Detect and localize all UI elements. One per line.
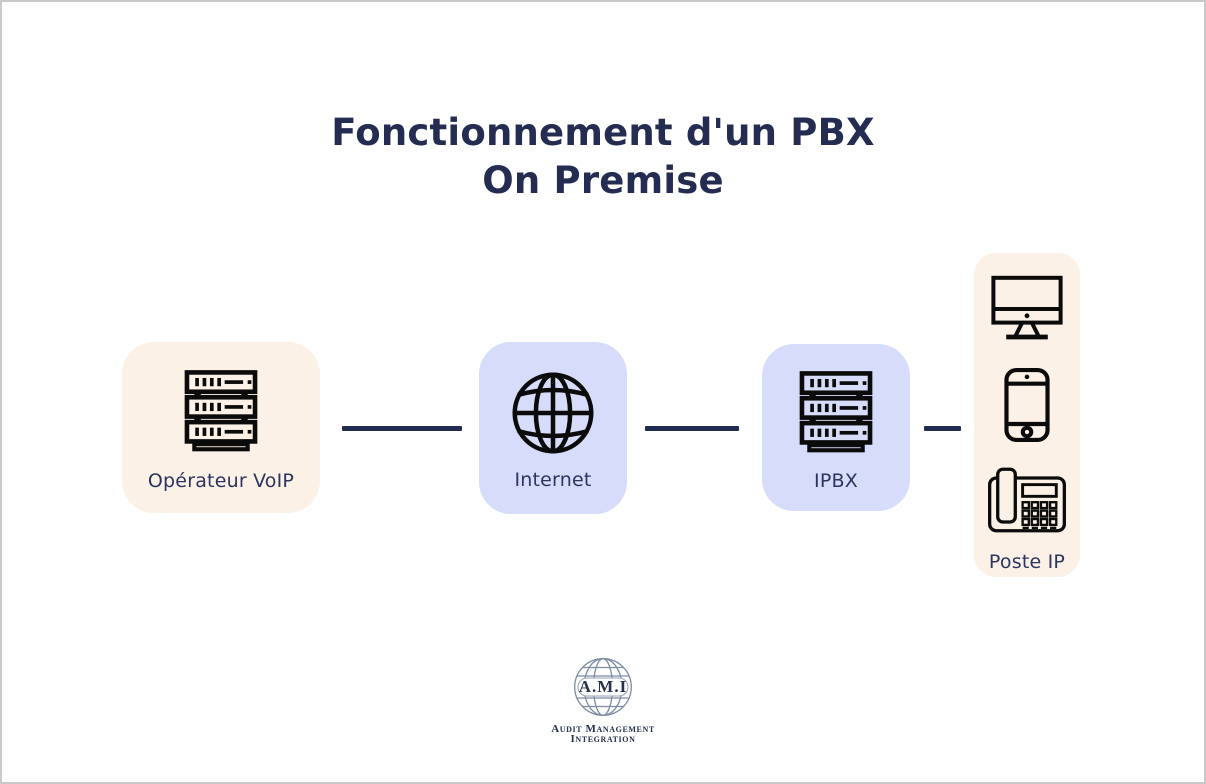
ami-logo-caption-line1: Audit Management [551,723,655,735]
ami-logo-caption: Audit Management Integration [551,723,655,745]
globe-icon [512,372,594,454]
node-ipbx: IPBX [762,344,910,511]
desktop-monitor-icon [991,275,1063,340]
node-internet: Internet [479,342,627,514]
globe-logo-icon [574,658,632,716]
connector-line-3 [924,426,961,431]
ami-logo: A.M.I Audit Management Integration [2,657,1204,745]
ami-logo-acronym: A.M.I [578,677,628,696]
node-label-operateur-voip: Opérateur VoIP [147,470,295,492]
ami-logo-globe: A.M.I [573,657,633,717]
connector-line-2 [645,426,739,431]
page-title-line1: Fonctionnement d'un PBX [331,111,875,154]
server-stack-icon [799,371,873,453]
poste-ip-icon-stack [986,273,1068,535]
node-label-poste-ip: Poste IP [988,551,1066,573]
page-title-line2: On Premise [482,159,724,202]
page-title: Fonctionnement d'un PBX On Premise [2,109,1204,205]
node-operateur-voip: Opérateur VoIP [122,342,320,513]
node-label-internet: Internet [514,469,592,491]
server-stack-icon [184,370,258,452]
node-label-ipbx: IPBX [814,470,858,492]
connector-line-1 [342,426,462,431]
smartphone-icon [1004,367,1050,443]
node-poste-ip: Poste IP [974,253,1080,577]
ami-logo-caption-line2: Integration [570,733,636,745]
desk-phone-icon [988,467,1066,533]
